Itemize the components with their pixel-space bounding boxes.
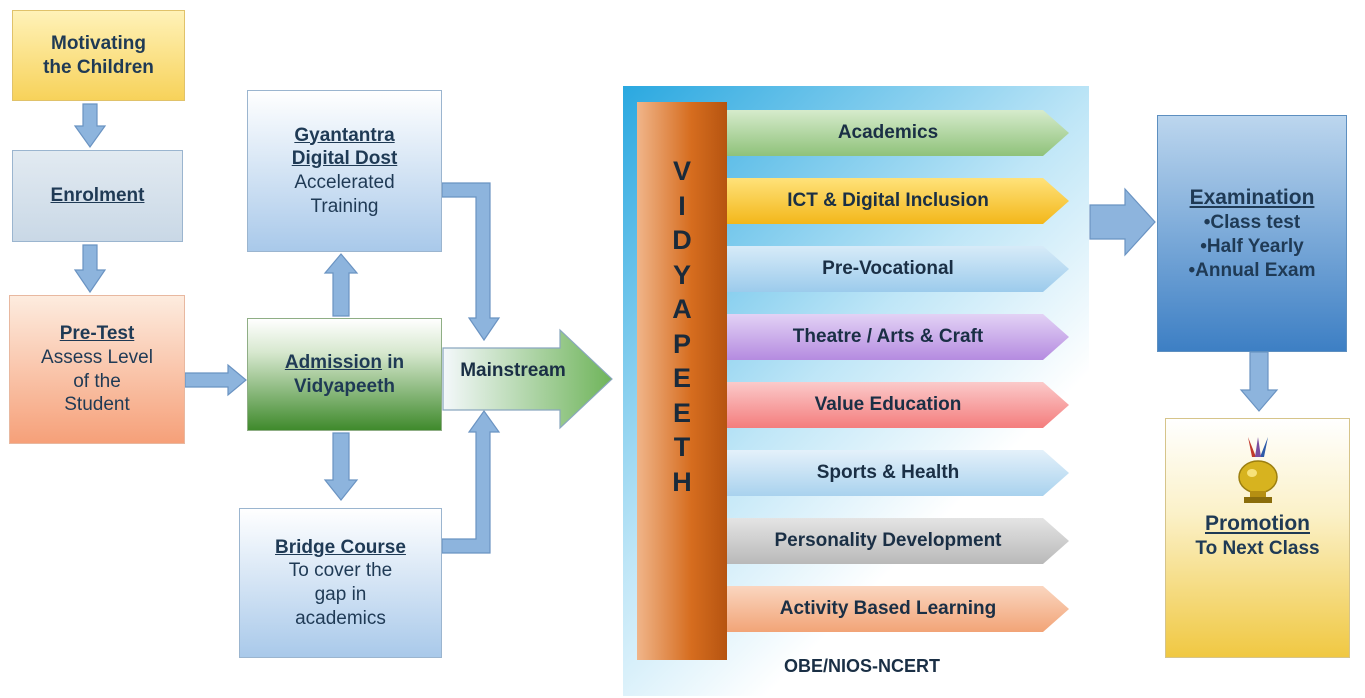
pretest-title: Pre-Test [59, 323, 135, 344]
vidyapeeth-letter: Y [672, 259, 691, 290]
arrow-elbow-bridge-mainstream [441, 409, 501, 554]
admission-line2: Vidyapeeth [293, 375, 396, 397]
stream-value-education-label: Value Education [814, 394, 962, 415]
stream-theatre-label: Theatre / Arts & Craft [792, 326, 984, 347]
pretest-line3: Student [64, 394, 130, 416]
arrow-right-pretest-admission [184, 363, 247, 397]
stream-ict-label: ICT & Digital Inclusion [787, 190, 989, 211]
promotion-title: Promotion [1205, 512, 1310, 535]
stream-sports-label: Sports & Health [816, 462, 960, 483]
examination-box: Examination •Class test •Half Yearly •An… [1157, 115, 1347, 352]
stream-theatre: Theatre / Arts & Craft [727, 314, 1069, 360]
vidyapeeth-letter: E [672, 363, 691, 393]
arrow-up-admission-gyantantra [323, 253, 359, 317]
mainstream-label: Mainstream [460, 360, 566, 381]
stream-ict: ICT & Digital Inclusion [727, 178, 1069, 224]
vidyapeeth-letter: D [672, 225, 692, 255]
stream-sports: Sports & Health [727, 450, 1069, 496]
enrolment-box: Enrolment [12, 150, 183, 242]
vidyapeeth-letter: E [672, 397, 691, 428]
vidyapeeth-letter: T [673, 432, 691, 462]
vidyapeeth-letter: H [672, 466, 692, 497]
admission-box: Admission in Vidyapeeth [247, 318, 442, 431]
stream-value-education: Value Education [727, 382, 1069, 428]
arrow-elbow-gyantantra-mainstream [441, 182, 501, 342]
stream-activity-shape [727, 586, 1069, 632]
stream-personality-label: Personality Development [774, 530, 1002, 551]
bridge-box: Bridge Course To cover the gap in academ… [239, 508, 442, 658]
arrow-down-enrolment-pretest [73, 244, 107, 294]
gyantantra-line2: Training [310, 195, 379, 217]
trophy-icon [1237, 437, 1278, 503]
motivating-box: Motivating the Children [12, 10, 185, 101]
promotion-line1: To Next Class [1195, 538, 1320, 560]
promotion-box: Promotion To Next Class [1165, 418, 1350, 658]
arrow-down-admission-bridge [323, 432, 359, 501]
stream-sports-shape [727, 450, 1069, 496]
bridge-line3: academics [295, 607, 386, 629]
examination-item: •Class test [1203, 212, 1301, 233]
examination-title: Examination [1189, 185, 1315, 209]
pretest-line2: of the [73, 370, 121, 392]
gyantantra-box: Gyantantra Digital Dost Accelerated Trai… [247, 90, 442, 252]
stream-personality-shape [727, 518, 1069, 564]
vidyapeeth-footer: OBE/NIOS-NCERT [783, 656, 940, 676]
bridge-line1: To cover the [288, 560, 393, 582]
stream-value-education-shape [727, 382, 1069, 428]
motivating-line1: Motivating [51, 32, 146, 54]
stream-ict-shape [727, 178, 1069, 224]
stream-academics-label: Academics [837, 122, 939, 143]
motivating-line2: the Children [43, 56, 154, 78]
admission-title-suffix: in [381, 351, 405, 373]
examination-item: •Half Yearly [1200, 235, 1304, 257]
stream-academics: Academics [727, 110, 1069, 156]
bridge-line2: gap in [314, 584, 367, 605]
admission-title: Admission [284, 351, 382, 373]
arrow-right-vidyapeeth-examination [1089, 187, 1156, 257]
vidyapeeth-letter: I [678, 190, 686, 221]
vidyapeeth-bar: V I D Y A P E E T H [637, 102, 727, 660]
vidyapeeth-letter: A [672, 294, 692, 324]
stream-activity-label: Activity Based Learning [779, 598, 997, 619]
gyantantra-line1: Accelerated [294, 172, 395, 193]
stream-theatre-shape [727, 314, 1069, 360]
stream-academics-shape [727, 110, 1069, 156]
vidyapeeth-letter: V [672, 156, 691, 186]
bridge-title: Bridge Course [275, 536, 406, 558]
stream-prevocational-shape [727, 246, 1069, 292]
examination-item: •Annual Exam [1188, 259, 1316, 281]
gyantantra-title2: Digital Dost [291, 148, 398, 170]
gyantantra-title1: Gyantantra [294, 124, 395, 146]
stream-prevocational: Pre-Vocational [727, 246, 1069, 292]
mainstream-arrow [442, 328, 613, 430]
enrolment-title: Enrolment [50, 185, 145, 207]
pretest-line1: Assess Level [41, 346, 153, 368]
pretest-box: Pre-Test Assess Level of the Student [9, 295, 185, 444]
stream-activity: Activity Based Learning [727, 586, 1069, 632]
arrow-down-motivating-enrolment [73, 103, 107, 149]
stream-prevocational-label: Pre-Vocational [822, 258, 954, 279]
stream-personality: Personality Development [727, 518, 1069, 564]
arrow-down-examination-promotion [1239, 351, 1279, 412]
vidyapeeth-letter: P [672, 328, 691, 359]
